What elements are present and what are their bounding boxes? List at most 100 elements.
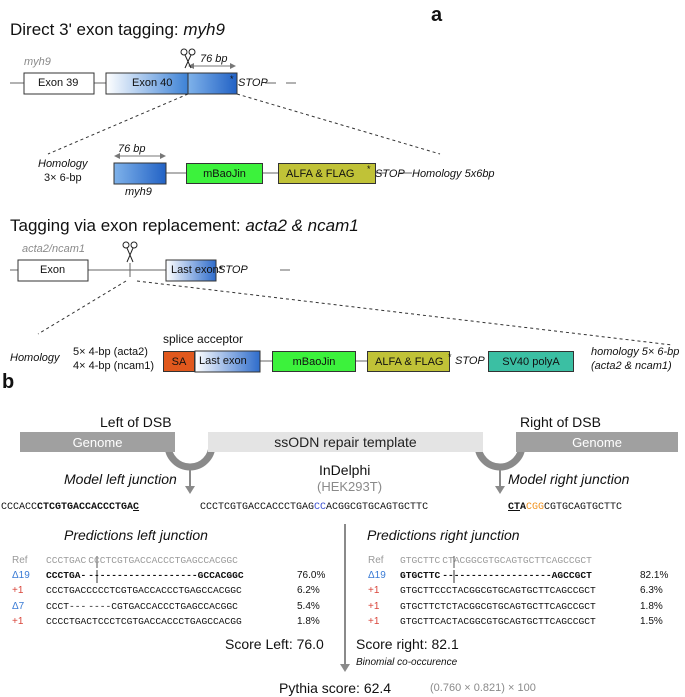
title-exon-replacement: Tagging via exon replacement: acta2 & nc… (10, 216, 359, 236)
seq-right-bold: A (520, 502, 527, 513)
sequence-part-a: CCCTGA- (46, 570, 87, 582)
sequence-part-b: -------------------AGCCGCT (442, 570, 592, 582)
right-row-label: +1 (368, 585, 380, 597)
exon40-label: Exon 40 (132, 77, 173, 89)
stop-label-3: STOP (218, 264, 248, 276)
sequence-part-a: GTGCTTC (400, 570, 441, 582)
polya-box: SV40 polyA (488, 351, 574, 372)
right-row-percent: 82.1% (640, 570, 669, 582)
sequence-part-b: CTACGGCGTGCAGTGCTTCAGCCGCT (442, 555, 592, 566)
alfa-flag-box: ALFA & FLAG (278, 163, 376, 184)
seq-mid-highlight: CC (314, 502, 327, 513)
gene-label-myh9: myh9 (24, 56, 51, 68)
pythia-formula: (0.760 × 0.821) × 100 (430, 682, 536, 694)
left-row-sequence: CCCCTGACTCCCTCGTGACCACCCTGAGCCACGG (46, 616, 242, 627)
homology-right-label: Homology 5x6bp (412, 168, 495, 180)
right-row-sequence: GTGCTTCACTACGGCGTGCAGTGCTTCAGCCGCT (400, 616, 596, 627)
homology-right2-2: (acta2 & ncam1) (591, 360, 672, 372)
sequence-part-b: CCCTCGTGACCACCCTGAGCCACGGC (88, 555, 238, 566)
title-text: Direct 3' exon tagging: (10, 20, 184, 39)
stop-label-4: STOP (455, 355, 485, 367)
right-of-dsb-label: Right of DSB (520, 414, 601, 430)
template-sequence: CCCTCGTGACCACCCTGAGCCACGGCGTGCAGTGCTTC (200, 502, 428, 513)
sequence-part-a: CCCTGACCCCCTCGTGACCACCCTGAGCCACGGC (46, 585, 242, 597)
binomial-label: Binomial co-occurence (356, 657, 458, 668)
hek-label: (HEK293T) (317, 479, 383, 494)
right-row-label: Ref (368, 555, 384, 566)
exon-label: Exon (40, 264, 66, 276)
sequence-part-b: ----CGTGACCACCCTGAGCCACGGC (88, 600, 238, 612)
right-row-sequence: GTGCTTC CTACGGCGTGCAGTGCTTCAGCCGCT (400, 555, 592, 566)
left-junction-sequence: CCCACCCTCGTGACCACCCTGAC (1, 502, 139, 513)
sequence-part-a: CCCTGAC (46, 555, 87, 566)
last-exon-star-label: Last exon* (171, 264, 223, 276)
right-row-label: Δ19 (368, 570, 386, 582)
homology-right2-1: homology 5× 6-bp (591, 346, 680, 358)
genome-left-bar: Genome (20, 432, 175, 452)
sequence-part-a: GTGCTTCACTACGGCGTGCAGTGCTTCAGCCGCT (400, 615, 596, 627)
left-row-percent: 1.8% (297, 615, 320, 627)
stop-star-4: * (448, 352, 452, 362)
mbaojin-box-2: mBaoJin (272, 351, 356, 372)
exon39-label: Exon 39 (38, 77, 79, 89)
seq-right-pam: CGG (526, 502, 545, 513)
sequence-part-b: -------------------GCCACGGC (88, 570, 244, 582)
right-junction-sequence: CTACGGCGTGCAGTGCTTC (508, 502, 622, 513)
model-left-label: Model left junction (64, 471, 177, 487)
left-row-label: Δ7 (12, 600, 25, 612)
seq-left-bold: CTCGTGACCACCCTGA (37, 502, 134, 513)
left-row-sequence: CCCTGAC CCCTCGTGACCACCCTGAGCCACGGC (46, 555, 238, 566)
sequence-part-a: GTGCTTCTCTACGGCGTGCAGTGCTTCAGCCGCT (400, 600, 596, 612)
pythia-score-label: Pythia score: 62.4 (279, 680, 392, 696)
homology-left-2: 3× 6-bp (44, 172, 82, 184)
sequence-part-a: GTGCTTC (400, 555, 441, 566)
left-row-sequence: CCCTGA- -------------------GCCACGGC (46, 570, 244, 581)
left-of-dsb-label: Left of DSB (100, 414, 172, 430)
model-right-label: Model right junction (508, 471, 630, 487)
pred-right-title: Predictions right junction (367, 527, 520, 543)
stop-star-2: * (367, 164, 371, 174)
homology-left2-label: Homology (10, 352, 60, 364)
genome-right-bar: Genome (516, 432, 678, 452)
right-row-percent: 6.3% (640, 585, 663, 597)
sequence-part-a: GTGCTTCCCTACGGCGTGCAGTGCTTCAGCCGCT (400, 585, 596, 597)
sequence-part-a: CCCCTGACTCCCTCGTGACCACCCTGAGCCACGG (46, 615, 242, 627)
seq-mid-a: CCCTCGTGACCACCCTGAG (200, 502, 315, 513)
left-row-percent: 76.0% (297, 570, 326, 582)
left-row-sequence: CCCT--- ----CGTGACCACCCTGAGCCACGGC (46, 601, 238, 612)
panel-a-letter: a (431, 4, 443, 26)
right-row-label: +1 (368, 615, 380, 627)
sequence-part-a: CCCT--- (46, 600, 87, 612)
score-left-label: Score Left: 76.0 (225, 636, 324, 652)
title-direct-tagging: Direct 3' exon tagging: myh9 (10, 20, 225, 40)
stop-label-2: STOP (375, 168, 405, 180)
right-row-sequence: GTGCTTC -------------------AGCCGCT (400, 570, 592, 581)
bp76-label-2: 76 bp (118, 143, 146, 155)
alfa-flag-box-2: ALFA & FLAG (367, 351, 450, 372)
gene-label-acta2-ncam1: acta2/ncam1 (22, 243, 85, 255)
left-row-percent: 6.2% (297, 585, 320, 597)
title-gene: myh9 (183, 20, 225, 39)
seq-left-underline: C (133, 502, 140, 513)
right-row-sequence: GTGCTTCCCTACGGCGTGCAGTGCTTCAGCCGCT (400, 585, 596, 596)
left-row-label: +1 (12, 585, 24, 597)
right-row-percent: 1.5% (640, 615, 663, 627)
homology-left-1: Homology (38, 158, 88, 170)
sa-box: SA (163, 351, 195, 372)
bp76-label: 76 bp (200, 53, 228, 65)
seq-left-plain: CCCACC (1, 502, 38, 513)
homology-acta2-label: 5× 4-bp (acta2) (73, 346, 148, 358)
ssodn-bar: ssODN repair template (208, 432, 483, 452)
left-row-percent: 5.4% (297, 600, 320, 612)
homology-ncam1-label: 4× 4-bp (ncam1) (73, 360, 155, 372)
panel-b-letter: b (2, 371, 15, 393)
stop-star: * (230, 74, 234, 84)
pred-left-title: Predictions left junction (64, 527, 208, 543)
left-row-label: +1 (12, 615, 24, 627)
seq-right-rest: CGTGCAGTGCTTC (544, 502, 623, 513)
title2-text: Tagging via exon replacement: (10, 216, 246, 235)
last-exon-label: Last exon (199, 355, 247, 367)
left-row-label: Ref (12, 555, 28, 566)
right-row-sequence: GTGCTTCTCTACGGCGTGCAGTGCTTCAGCCGCT (400, 601, 596, 612)
